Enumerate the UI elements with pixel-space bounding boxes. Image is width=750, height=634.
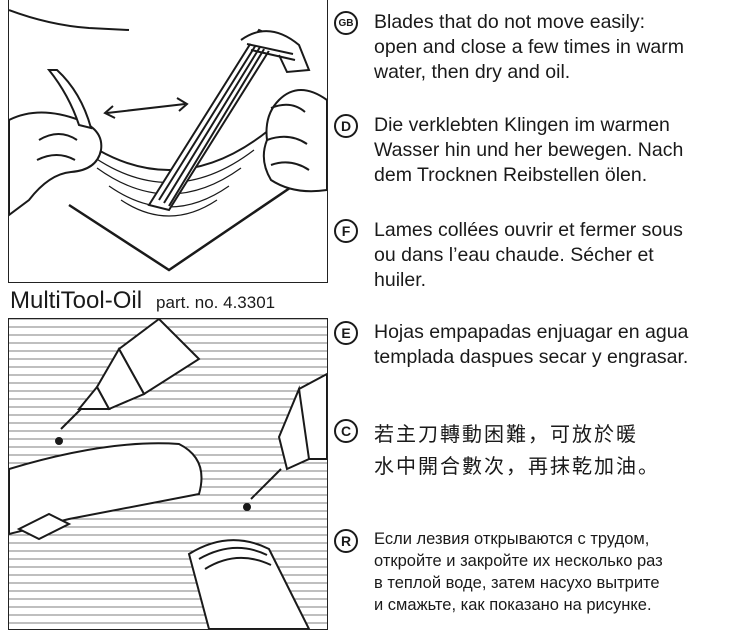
knife-blades: [147, 28, 311, 212]
instruction-f: F Lames collées ouvrir et fermer sous ou…: [334, 218, 744, 293]
instruction-text-e: Hojas empapadas enjuagar en agua templad…: [374, 321, 689, 368]
oil-bottle-left: [55, 319, 201, 445]
lang-badge-d: D: [334, 114, 358, 138]
right-hand: [262, 89, 327, 193]
instruction-text-gb: Blades that do not move easily: open and…: [374, 11, 684, 83]
product-caption: MultiTool-Oil part. no. 4.3301: [10, 287, 326, 314]
knife-body: [9, 442, 311, 629]
instruction-c: C 若主刀轉動困難，可放於暖 水中開合數次，再抹乾加油。: [334, 418, 744, 482]
product-name: MultiTool-Oil: [10, 287, 143, 314]
lang-badge-r: R: [334, 529, 358, 553]
lang-badge-gb: GB: [334, 11, 358, 35]
instruction-r: R Если лезвия открываются с трудом, откр…: [334, 528, 744, 616]
instruction-text-f: Lames collées ouvrir et fermer sous ou d…: [374, 219, 683, 291]
motion-arrow: [103, 97, 189, 119]
instruction-d: D Die verklebten Klingen im warmen Wasse…: [334, 113, 744, 188]
instruction-gb: GB Blades that do not move easily: open …: [334, 10, 744, 85]
illustration-rinse-in-water: [8, 0, 328, 283]
instruction-text-c: 若主刀轉動困難，可放於暖 水中開合數次，再抹乾加油。: [374, 422, 660, 478]
instruction-e: E Hojas empapadas enjuagar en agua templ…: [334, 320, 744, 370]
illustration-apply-oil: [8, 318, 328, 630]
oil-bottle-right: [243, 372, 327, 511]
lang-badge-e: E: [334, 321, 358, 345]
part-number: part. no. 4.3301: [156, 293, 276, 312]
lang-badge-c: C: [334, 419, 358, 443]
instruction-text-r: Если лезвия открываются с трудом, открой…: [374, 530, 663, 614]
instruction-text-d: Die verklebten Klingen im warmen Wasser …: [374, 114, 684, 186]
lang-badge-f: F: [334, 219, 358, 243]
left-hand: [9, 69, 103, 217]
